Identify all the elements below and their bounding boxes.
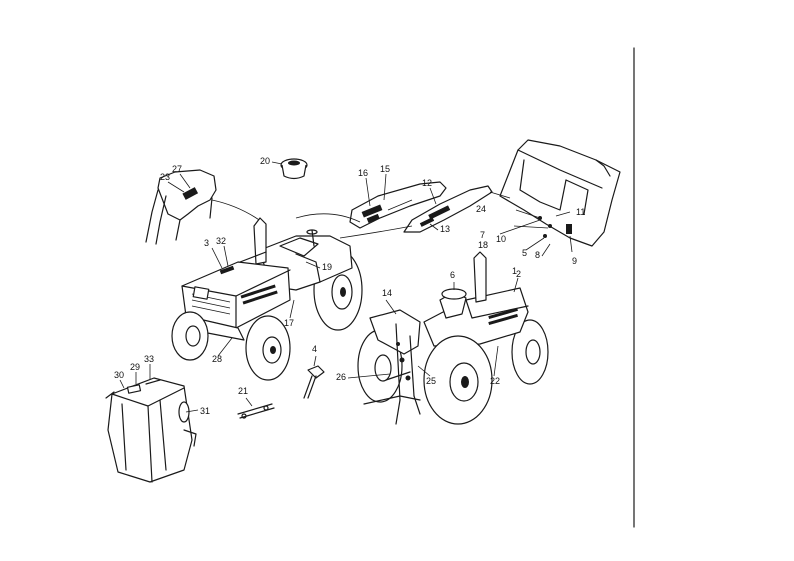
callout-3: 3 — [204, 238, 209, 248]
callout-11: 11 — [576, 207, 585, 217]
lever-part — [303, 365, 325, 399]
callout-17: 17 — [284, 318, 294, 328]
callout-20: 20 — [260, 156, 270, 166]
engine-block-part — [105, 377, 197, 483]
cab-leader-lines — [499, 209, 573, 257]
callout-8: 8 — [535, 250, 540, 260]
callout-32: 32 — [216, 236, 226, 246]
callout-22: 22 — [490, 376, 500, 386]
callout-9: 9 — [572, 256, 577, 266]
callout-28: 28 — [212, 354, 222, 364]
callout-19: 19 — [322, 262, 332, 272]
callout-24: 24 — [476, 204, 486, 214]
callout-27: 27 — [172, 164, 182, 174]
callout-30: 30 — [114, 370, 124, 380]
callout-25: 25 — [426, 376, 436, 386]
callout-1: 1 — [512, 266, 517, 276]
callout-5: 5 — [522, 248, 527, 258]
callout-23: 23 — [160, 172, 170, 182]
callout-13: 13 — [440, 224, 450, 234]
callout-10: 10 — [496, 234, 506, 244]
callout-21: 21 — [238, 386, 248, 396]
callout-2: 2 — [516, 269, 521, 279]
callout-31: 31 — [200, 406, 210, 416]
callout-18: 18 — [478, 240, 488, 250]
callout-15: 15 — [380, 164, 390, 174]
callout-leaders — [119, 161, 519, 413]
callout-26: 26 — [336, 372, 346, 382]
tractor-right-assembly — [357, 251, 549, 425]
tractor-left-assembly — [171, 217, 363, 381]
callout-12: 12 — [422, 178, 432, 188]
callout-labels: 1 2 3 4 5 6 7 8 9 10 11 12 13 14 15 16 1… — [114, 156, 585, 416]
callout-33: 33 — [144, 354, 154, 364]
callout-29: 29 — [130, 362, 140, 372]
cab-roof-part — [499, 139, 621, 247]
callout-14: 14 — [382, 288, 392, 298]
callout-4: 4 — [312, 344, 317, 354]
cap-part — [280, 158, 308, 180]
fender-cover-part — [145, 169, 217, 245]
callout-16: 16 — [358, 168, 368, 178]
callout-6: 6 — [450, 270, 455, 280]
pin-part — [237, 403, 275, 419]
callout-7: 7 — [480, 230, 485, 240]
